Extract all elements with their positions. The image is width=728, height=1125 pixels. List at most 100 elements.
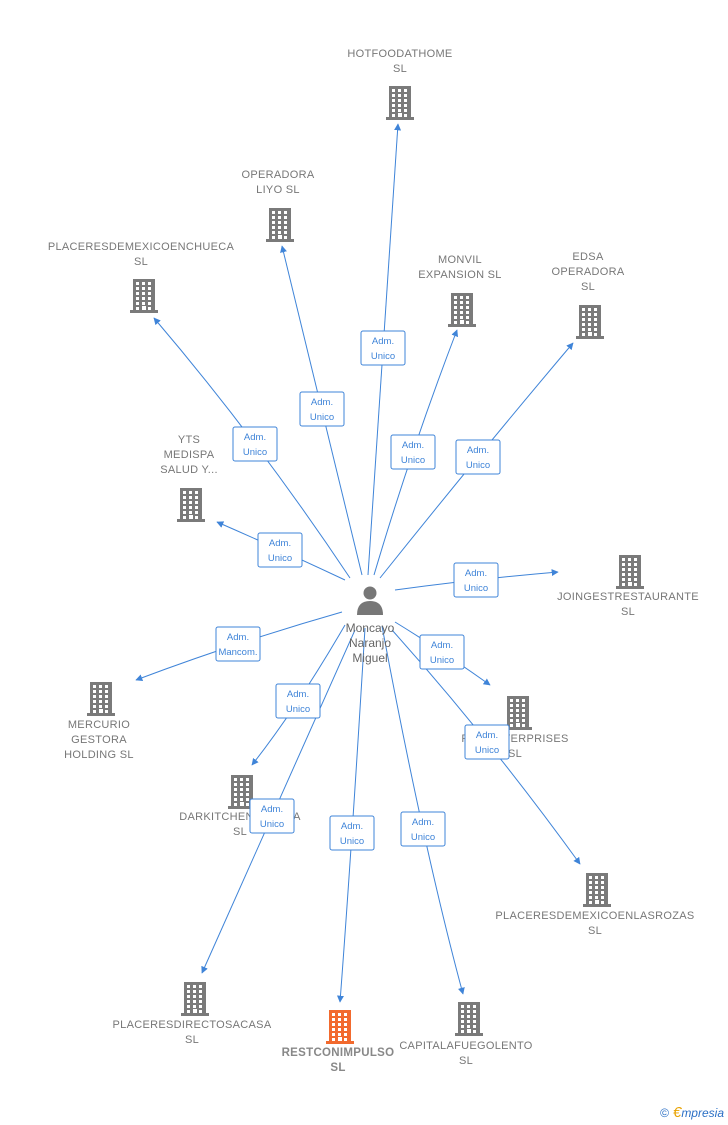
relation-label-fire[interactable]: Adm.Unico (419, 634, 465, 670)
relation-text: Adm. (402, 440, 424, 451)
company-label-line: OPERADORA (552, 266, 625, 278)
edge-capitalafuego (381, 625, 465, 995)
building-icon (576, 305, 604, 339)
relation-text: Unico (243, 447, 267, 458)
building-icon (87, 682, 115, 716)
relation-box (215, 626, 261, 662)
company-label-line: SL (621, 606, 635, 618)
company-node-operadora-liyo[interactable]: OPERADORA LIYO SL (242, 169, 315, 242)
company-label-line: MEDISPA (164, 449, 215, 461)
relation-text: Adm. (431, 640, 453, 651)
relation-box (419, 634, 465, 670)
building-icon (583, 873, 611, 907)
company-label-line: YTS (178, 434, 200, 446)
relation-label-mercurio[interactable]: Adm. Mancom. (215, 626, 261, 662)
copyright-icon: © (660, 1106, 669, 1120)
relation-box (232, 426, 278, 462)
relation-text: Adm. (465, 568, 487, 579)
company-label-line: SL (508, 748, 522, 760)
relation-text: Adm. (287, 689, 309, 700)
brand-logo: €mpresia (672, 1104, 724, 1121)
building-icon (504, 696, 532, 730)
company-label-line: PLACERESDEMEXICOENLASROZAS (495, 910, 694, 922)
relation-label-operadora-liyo[interactable]: Adm.Unico (299, 391, 345, 427)
company-label-line: EXPANSION SL (418, 269, 501, 281)
relation-text: Adm. (311, 397, 333, 408)
company-label-line: MERCURIO (68, 719, 130, 731)
relation-label-hotfoodathome[interactable]: Adm.Unico (360, 330, 406, 366)
relation-label-edsa[interactable]: Adm. Unico (455, 439, 501, 475)
relation-box (249, 798, 295, 834)
company-label-line: SL (588, 925, 602, 937)
company-label-line: SL (134, 256, 148, 268)
company-label-line: SALUD Y... (160, 464, 218, 476)
building-icon (448, 293, 476, 327)
relation-text: Unico (411, 832, 435, 843)
building-icon (177, 488, 205, 522)
relation-text: Adm. (412, 817, 434, 828)
company-label-line: PLACERESDEMEXICOENCHUECA (48, 241, 235, 253)
relation-label-monvil[interactable]: Adm.Unico (390, 434, 436, 470)
relation-text: Unico (340, 836, 364, 847)
relation-text: Adm. (261, 804, 283, 815)
relation-text: Adm. (467, 445, 489, 456)
relation-text: Unico (466, 460, 490, 471)
company-node-joingest[interactable]: JOINGESTRESTAURANTE SL (557, 555, 699, 618)
relation-label-darkitchen[interactable]: Adm.Unico (275, 683, 321, 719)
relation-label-placeres-rozas[interactable]: Adm.Unico (464, 724, 510, 760)
building-icon (181, 982, 209, 1016)
relation-label-restconimpulso[interactable]: Adm. Unico (329, 815, 375, 851)
company-node-restconimpulso[interactable]: RESTCONIMPULSO SL (282, 1010, 395, 1074)
company-label-line: SL (459, 1055, 473, 1067)
relation-text: Adm. (227, 632, 249, 643)
company-node-hotfoodathome[interactable]: HOTFOODATHOME SL (347, 48, 452, 120)
relation-text: Adm. (244, 432, 266, 443)
relation-box (257, 532, 303, 568)
person-name-line: Miguel (352, 651, 387, 665)
edge-restconimpulso (336, 627, 366, 1003)
company-label-line: PLACERESDIRECTOSACASA (113, 1019, 272, 1031)
building-icon (266, 208, 294, 242)
relation-label-joingest[interactable]: Adm. Unico (453, 562, 499, 598)
company-label-line: OPERADORA (242, 169, 315, 181)
company-label-line: SL (393, 63, 407, 75)
relation-box (329, 815, 375, 851)
building-icon (326, 1010, 354, 1044)
relation-text: Unico (268, 553, 292, 564)
relation-text: Adm. (341, 821, 363, 832)
company-label-line: JOINGESTRESTAURANTE (557, 591, 699, 603)
relation-box (400, 811, 446, 847)
relation-label-placeres-directos[interactable]: Adm.Unico (249, 798, 295, 834)
company-label-line: HOTFOODATHOME (347, 48, 452, 60)
person-name-line: Naranjo (349, 636, 391, 650)
company-label-line: LIYO SL (256, 184, 300, 196)
relation-box (299, 391, 345, 427)
relation-text: Mancom. (218, 647, 257, 658)
company-label-line: RESTCONIMPULSO (282, 1047, 395, 1059)
relation-text: Unico (464, 583, 488, 594)
relation-label-placeres-chueca[interactable]: Adm. Unico (232, 426, 278, 462)
company-label-line: SL (233, 826, 247, 838)
building-icon (616, 555, 644, 589)
relation-label-yts[interactable]: Adm.Unico (257, 532, 303, 568)
company-node-placeres-rozas[interactable]: PLACERESDEMEXICOENLASROZAS SL (495, 873, 694, 937)
company-label-line: SL (330, 1062, 345, 1074)
relation-label-capitalafuego[interactable]: Adm. Unico (400, 811, 446, 847)
relation-box (360, 330, 406, 366)
company-node-placeres-chueca[interactable]: PLACERESDEMEXICOENCHUECA SL (48, 241, 235, 313)
relation-box (390, 434, 436, 470)
company-node-yts[interactable]: YTS MEDISPA SALUD Y... (160, 434, 218, 522)
building-icon (386, 86, 414, 120)
relation-box (464, 724, 510, 760)
person-icon (357, 586, 383, 615)
relation-box (275, 683, 321, 719)
relation-text: Unico (371, 351, 395, 362)
person-name-line: Moncayo (346, 621, 395, 635)
